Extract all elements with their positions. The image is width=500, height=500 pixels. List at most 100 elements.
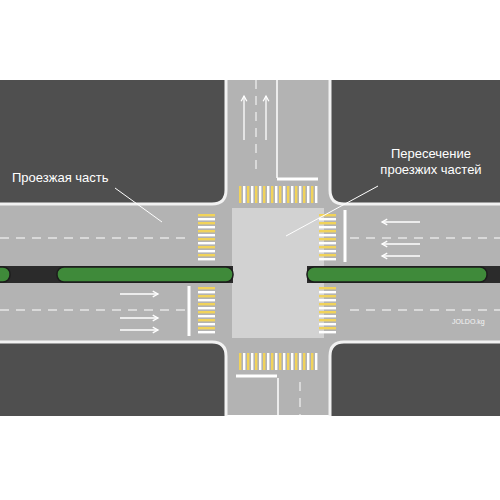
zebra-stripe [259,353,261,370]
lane-marking [0,310,190,311]
zebra-stripe [198,222,215,224]
zebra-stripe [198,218,215,220]
zebra-stripe [198,315,215,317]
median-strip [307,266,500,283]
median-green [307,267,487,282]
zebra-stripe [255,353,257,370]
zebra-stripe [243,186,245,203]
lane-arrow-head [153,327,158,333]
lane-arrow-shaft [120,293,158,294]
zebra-stripe [291,353,293,370]
zebra-stripe [279,353,281,370]
lane-arrow-shaft [382,243,420,244]
lane-marking [0,238,190,239]
zebra-stripe [319,222,336,224]
zebra-stripe [275,186,277,203]
median-green [0,267,10,282]
zebra-stripe [315,353,317,370]
zebra-stripe [247,353,249,370]
zebra-stripe [303,353,305,370]
lane-marking [350,238,500,239]
zebra-stripe [255,186,257,203]
zebra-stripe [198,303,215,305]
lane-arrow-shaft [120,329,158,330]
zebra-stripe [198,226,215,228]
lane-marking [300,382,301,415]
zebra-stripe [198,230,215,232]
zebra-stripe [311,353,313,370]
lane-arrow-shaft [243,96,244,140]
zebra-stripe [295,186,297,203]
zebra-stripe [319,226,336,228]
zebra-stripe [319,307,336,309]
leader-line [286,186,378,236]
zebra-stripe [291,186,293,203]
road-label: Проезжая часть [12,170,152,186]
zebra-stripe [319,315,336,317]
lane-arrow [120,327,158,333]
zebra-stripe [319,214,336,216]
zebra-stripe [283,186,285,203]
lane-arrow-shaft [382,221,420,222]
lane-arrow-shaft [265,96,266,140]
zebra-stripe [263,186,265,203]
zebra-stripe [271,353,273,370]
lane-arrow [241,96,247,140]
zebra-stripe [299,186,301,203]
zebra-stripe [319,218,336,220]
zebra-stripe [275,353,277,370]
stop-line [277,178,318,181]
intersection-label: Пересечение проезжих частей [366,146,496,177]
zebra-stripe [239,186,241,203]
zebra-stripe [198,242,215,244]
city-block [330,342,500,418]
lane-arrow [120,315,158,321]
zebra-stripe [198,246,215,248]
zebra-stripe [198,307,215,309]
zebra-stripe [319,295,336,297]
median-strip [0,266,233,283]
lane-marking [350,310,500,311]
zebra-stripe [251,353,253,370]
zebra-stripe [319,254,336,256]
zebra-stripe [198,234,215,236]
zebra-stripe [198,327,215,329]
zebra-stripe [319,311,336,313]
zebra-stripe [198,299,215,301]
zebra-stripe [319,250,336,252]
zebra-stripe [307,353,309,370]
zebra-stripe [319,238,336,240]
leader-line [115,188,162,222]
lane-marking [276,80,278,178]
zebra-stripe [319,258,336,260]
zebra-stripe [279,186,281,203]
lane-arrow [382,219,420,225]
zebra-stripe [198,287,215,289]
zebra-stripe [263,353,265,370]
zebra-stripe [319,234,336,236]
zebra-stripe [311,186,313,203]
zebra-stripe [287,186,289,203]
lane-marking [256,80,257,174]
zebra-stripe [315,186,317,203]
watermark: JOLDO.kg [452,318,496,326]
zebra-stripe [198,323,215,325]
zebra-stripe [271,186,273,203]
zebra-stripe [267,186,269,203]
zebra-stripe [198,254,215,256]
zebra-stripe [198,238,215,240]
stop-line [188,286,191,336]
lane-arrow [382,241,420,247]
zebra-stripe [267,353,269,370]
city-block [0,78,226,204]
zebra-stripe [319,299,336,301]
zebra-stripe [198,250,215,252]
zebra-stripe [198,258,215,260]
zebra-stripe [259,186,261,203]
zebra-stripe [198,319,215,321]
zebra-stripe [319,319,336,321]
zebra-stripe [319,291,336,293]
